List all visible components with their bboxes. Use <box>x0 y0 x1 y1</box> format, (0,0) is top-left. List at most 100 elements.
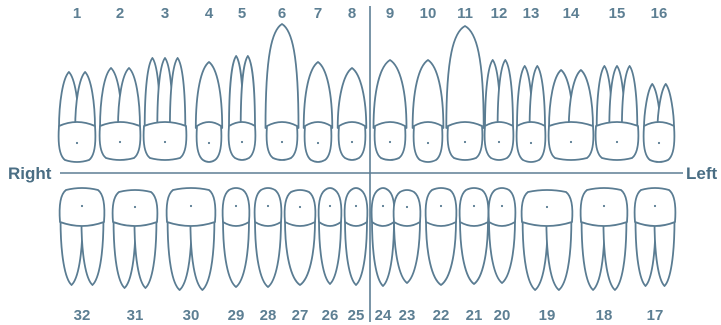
lower-arch <box>60 188 676 290</box>
tooth-number-14: 14 <box>563 5 580 22</box>
root <box>413 60 444 128</box>
tooth-number-20: 20 <box>494 307 511 324</box>
crown-dot <box>134 206 136 208</box>
upper-tooth-6 <box>266 24 299 160</box>
root <box>446 26 483 128</box>
tooth-number-6: 6 <box>278 5 286 22</box>
left-label: Left <box>686 164 718 183</box>
lower-tooth-29 <box>223 188 250 287</box>
crown-dot <box>164 141 166 143</box>
crown-dot <box>546 206 548 208</box>
upper-tooth-7 <box>304 62 333 162</box>
upper-arch <box>59 24 675 162</box>
root <box>460 220 488 284</box>
root <box>168 220 192 290</box>
tooth-number-22: 22 <box>433 307 450 324</box>
root <box>394 220 420 283</box>
crown-dot <box>658 142 660 144</box>
tooth-number-19: 19 <box>539 307 556 324</box>
tooth-number-27: 27 <box>292 307 309 324</box>
lower-tooth-31 <box>113 190 158 288</box>
tooth-number-11: 11 <box>457 5 473 22</box>
upper-tooth-14 <box>549 70 594 160</box>
crown-dot <box>351 141 353 143</box>
tooth-number-7: 7 <box>314 5 322 22</box>
root <box>603 220 626 290</box>
lower-tooth-21 <box>460 188 489 284</box>
root <box>636 220 656 286</box>
root <box>285 220 315 285</box>
upper-tooth-11 <box>446 26 483 160</box>
crown-dot <box>654 205 656 207</box>
tooth-number-23: 23 <box>399 307 416 324</box>
tooth-number-3: 3 <box>161 5 169 22</box>
upper-tooth-10 <box>413 60 444 162</box>
root <box>61 220 83 285</box>
root <box>338 68 367 128</box>
tooth-number-12: 12 <box>491 5 508 22</box>
tooth-number-1: 1 <box>73 5 81 22</box>
root <box>655 220 675 286</box>
lower-tooth-20 <box>489 188 516 283</box>
lower-tooth-17 <box>635 188 676 286</box>
upper-tooth-4 <box>196 62 222 162</box>
crown-dot <box>119 141 121 143</box>
root <box>498 60 513 128</box>
tooth-number-9: 9 <box>386 5 394 22</box>
upper-tooth-2 <box>100 68 141 160</box>
crown-dot <box>530 142 532 144</box>
crown-dot <box>501 205 503 207</box>
root <box>190 220 214 290</box>
root <box>546 220 571 290</box>
tooth-number-10: 10 <box>420 5 437 22</box>
root <box>582 220 605 290</box>
crown-dot <box>406 206 408 208</box>
crown-dot <box>389 141 391 143</box>
upper-tooth-5 <box>229 56 256 160</box>
root <box>374 60 407 128</box>
root <box>223 220 249 287</box>
root <box>530 66 545 128</box>
tooth-number-5: 5 <box>238 5 246 22</box>
root <box>372 220 394 286</box>
tooth-number-28: 28 <box>260 307 277 324</box>
tooth-number-26: 26 <box>322 307 339 324</box>
crown-dot <box>382 205 384 207</box>
root <box>81 220 103 285</box>
lower-tooth-28 <box>255 188 282 287</box>
lower-tooth-22 <box>426 188 457 285</box>
lower-tooth-18 <box>581 188 628 290</box>
crown-dot <box>473 205 475 207</box>
root <box>345 220 367 285</box>
upper-tooth-16 <box>644 84 675 162</box>
crown-dot <box>190 205 192 207</box>
root <box>523 220 548 290</box>
crown-dot <box>81 205 83 207</box>
crown-dot <box>440 205 442 207</box>
tooth-number-21: 21 <box>466 307 483 324</box>
crown-dot <box>235 205 237 207</box>
root <box>118 68 140 128</box>
crown-dot <box>464 141 466 143</box>
tooth-number-31: 31 <box>127 307 144 324</box>
tooth-number-29: 29 <box>228 307 245 324</box>
lower-tooth-23 <box>394 190 421 283</box>
crown-dot <box>208 142 210 144</box>
lower-tooth-26 <box>319 188 342 284</box>
upper-tooth-13 <box>517 66 546 162</box>
crown-dot <box>281 141 283 143</box>
root <box>622 66 637 128</box>
root <box>196 62 222 128</box>
lower-tooth-27 <box>285 190 316 285</box>
upper-tooth-1 <box>59 72 96 162</box>
lower-tooth-25 <box>345 188 368 285</box>
crown-dot <box>329 205 331 207</box>
crown-dot <box>317 142 319 144</box>
root <box>489 220 515 283</box>
crown-dot <box>616 141 618 143</box>
crown-dot <box>498 141 500 143</box>
lower-tooth-24 <box>372 188 395 286</box>
upper-tooth-15 <box>596 66 639 160</box>
root <box>134 220 156 288</box>
